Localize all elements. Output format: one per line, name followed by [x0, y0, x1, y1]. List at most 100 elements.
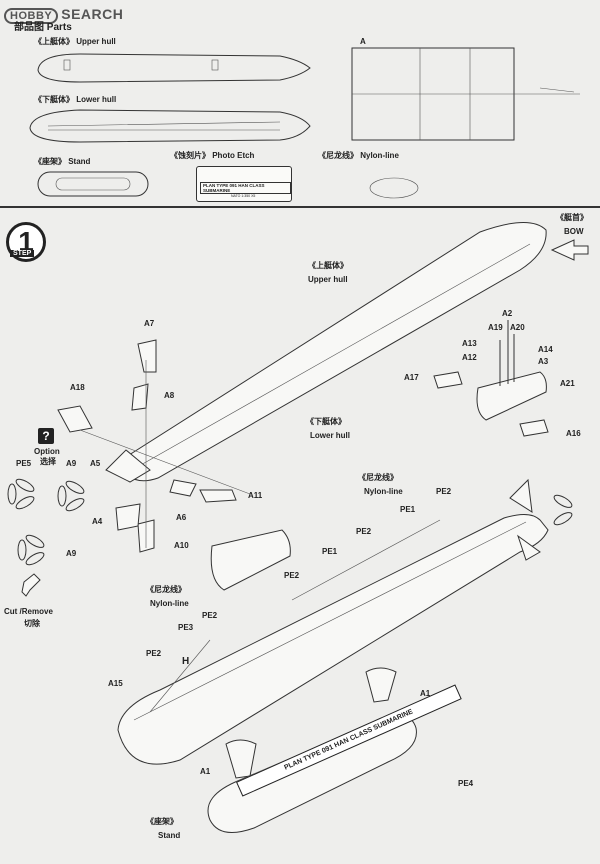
axis-line-h: [79, 429, 251, 495]
tag-pe5: PE5: [16, 459, 32, 468]
tag-pe2-b: PE2: [356, 527, 372, 536]
asm-lower-hull-cn: 《下艇体》: [306, 417, 346, 426]
option-question-icon: ?: [38, 428, 54, 444]
cut-remove-label-cn: 切除: [24, 619, 40, 628]
lower-hull-part: [29, 109, 311, 143]
tag-a9-option: A9: [66, 459, 77, 468]
bow-arrow-icon: [550, 239, 589, 261]
tag-a21: A21: [560, 379, 575, 388]
asm-stand-en: Stand: [158, 831, 181, 840]
asm-nylon-cn-1: 《尼龙线》: [358, 473, 398, 482]
sail-tower-assembly: [476, 371, 547, 421]
nylon-line-label: 《尼龙线》 Nylon-line: [318, 151, 399, 160]
nylon-line-1: [291, 519, 441, 601]
part-a7-fin: [137, 339, 157, 373]
tag-a11: A11: [248, 491, 263, 500]
stand-support-a1-left: [225, 739, 257, 779]
upper-hull-assembly: [117, 221, 547, 482]
part-a17-fin: [433, 371, 463, 389]
upper-hull-label: 《上艇体》 Upper hull: [34, 37, 116, 46]
stand-support-a1-right: [365, 667, 397, 703]
tag-pe2-e: PE2: [146, 649, 162, 658]
tag-pe1-b: PE1: [322, 547, 338, 556]
tag-a7: A7: [144, 319, 155, 328]
part-a6-fin: [169, 479, 197, 497]
stern-cone: [105, 449, 151, 483]
tag-pe3: PE3: [178, 623, 194, 632]
part-a8-fin: [131, 383, 149, 411]
upper-hull-part: [37, 53, 311, 83]
parts-title: 部品图 Parts: [14, 22, 72, 33]
tag-a10: A10: [174, 541, 189, 550]
asm-upper-hull-cn: 《上艇体》: [308, 261, 348, 270]
upper-hull-detail-2: [211, 59, 219, 71]
asm-lower-hull-en: Lower hull: [310, 431, 350, 440]
photo-etch-label: 《蚀刻片》 Photo Etch: [170, 151, 255, 160]
tag-pe2-a: PE2: [436, 487, 452, 496]
tag-a3: A3: [538, 357, 549, 366]
full-hull-assembly: [117, 514, 549, 765]
tag-a17: A17: [404, 373, 419, 382]
propeller-stern-icon: [553, 494, 573, 526]
cut-remove-label-en: Cut /Remove: [4, 607, 53, 616]
lower-hull-inner: [47, 121, 281, 131]
tag-a2: A2: [502, 309, 513, 318]
bow-label-en: BOW: [564, 227, 584, 236]
sprue-tail: [514, 87, 580, 95]
tag-pe2-d: PE2: [202, 611, 218, 620]
part-a4-fin: [115, 503, 141, 531]
upper-hull-seam: [131, 243, 531, 471]
stand-label: 《座架》 Stand: [34, 157, 91, 166]
stand-base: [207, 715, 417, 833]
tag-pe1-a: PE1: [400, 505, 416, 514]
asm-stand-cn: 《座架》: [146, 817, 178, 826]
section-divider: [0, 206, 600, 208]
nylon-line-2: [149, 639, 211, 713]
propeller-a9-icon: [57, 480, 85, 512]
part-a11-fin: [199, 489, 237, 503]
asm-nylon-cn-2: 《尼龙线》: [146, 585, 186, 594]
tag-pe2-c: PE2: [284, 571, 300, 580]
pe-small-text: NATO 1:350 X5: [231, 194, 256, 198]
cut-remove-knife-icon: [21, 573, 41, 597]
asm-nylon-en-2: Nylon-line: [150, 599, 189, 608]
propeller-a9-standalone-icon: [17, 534, 45, 566]
tail-fin-upper: [509, 478, 533, 513]
tag-a20: A20: [510, 323, 525, 332]
stand-part: [37, 171, 149, 197]
option-label-cn: 选择: [40, 457, 56, 466]
tag-a9: A9: [66, 549, 77, 558]
tag-pe4: PE4: [458, 779, 474, 788]
option-label-en: Option: [34, 447, 60, 456]
tag-a16: A16: [566, 429, 581, 438]
propeller-pe5-icon: [7, 478, 35, 510]
part-a18-fin: [57, 405, 93, 433]
asm-upper-hull-en: Upper hull: [308, 275, 348, 284]
tag-a1-left: A1: [200, 767, 211, 776]
pe-plate-text: PLAN TYPE 091 HAN CLASS SUBMARINE: [200, 182, 291, 194]
tag-a1-right: A1: [420, 689, 431, 698]
nylon-line-coil: [369, 177, 419, 199]
bow-label-cn: 《艇首》: [556, 213, 588, 222]
sail-tower-loose: [210, 529, 291, 591]
asm-nylon-en-1: Nylon-line: [364, 487, 403, 496]
tag-a13: A13: [462, 339, 477, 348]
tail-fin-lower: [517, 534, 541, 561]
lower-hull-label: 《下艇体》 Lower hull: [34, 95, 117, 104]
tag-a12: A12: [462, 353, 477, 362]
stand-inner: [55, 177, 131, 191]
tag-a4: A4: [92, 517, 103, 526]
sprue-letter: A: [360, 37, 366, 46]
logo-word: SEARCH: [61, 6, 124, 22]
tag-h: H: [182, 656, 190, 667]
tag-a5: A5: [90, 459, 101, 468]
logo-box-text: HOBBY: [4, 8, 59, 24]
step-label: STEP: [10, 250, 35, 257]
upper-hull-detail-1: [63, 59, 71, 71]
tag-a14: A14: [538, 345, 553, 354]
tag-a15: A15: [108, 679, 123, 688]
